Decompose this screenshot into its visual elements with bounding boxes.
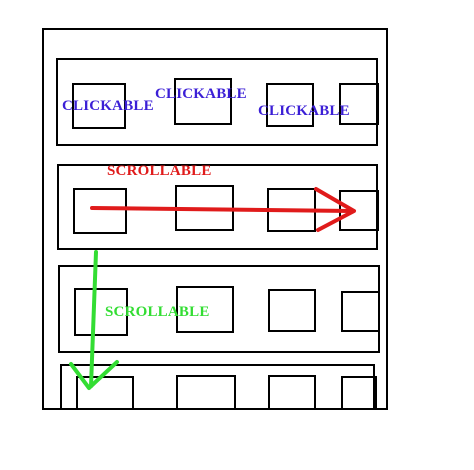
next-row-item-1 — [76, 376, 134, 410]
next-row-item-3 — [268, 375, 316, 410]
next-row-item-4 — [341, 376, 377, 410]
clickable-item-3[interactable] — [266, 83, 314, 127]
vertical-scroll-item-3 — [268, 289, 316, 332]
clickable-item-1[interactable] — [72, 83, 126, 129]
scrollable-horizontal-label: SCROLLABLE — [107, 163, 212, 179]
horizontal-scroll-item-1 — [73, 188, 127, 234]
horizontal-scroll-item-4 — [339, 190, 379, 231]
vertical-scroll-item-2 — [176, 286, 234, 333]
vertical-scroll-item-1 — [74, 288, 128, 336]
clickable-label-1: CLICKABLE — [62, 98, 154, 114]
next-row-item-2 — [176, 375, 236, 410]
scrollable-vertical-label: SCROLLABLE — [105, 304, 210, 320]
clickable-item-4[interactable] — [339, 83, 379, 125]
clickable-label-3: CLICKABLE — [258, 103, 350, 119]
clickable-label-2: CLICKABLE — [155, 86, 247, 102]
horizontal-scroll-item-2 — [175, 185, 234, 231]
vertical-scroll-item-4 — [341, 291, 380, 332]
horizontal-scroll-item-3 — [267, 188, 316, 232]
clickable-item-2[interactable] — [174, 78, 232, 125]
